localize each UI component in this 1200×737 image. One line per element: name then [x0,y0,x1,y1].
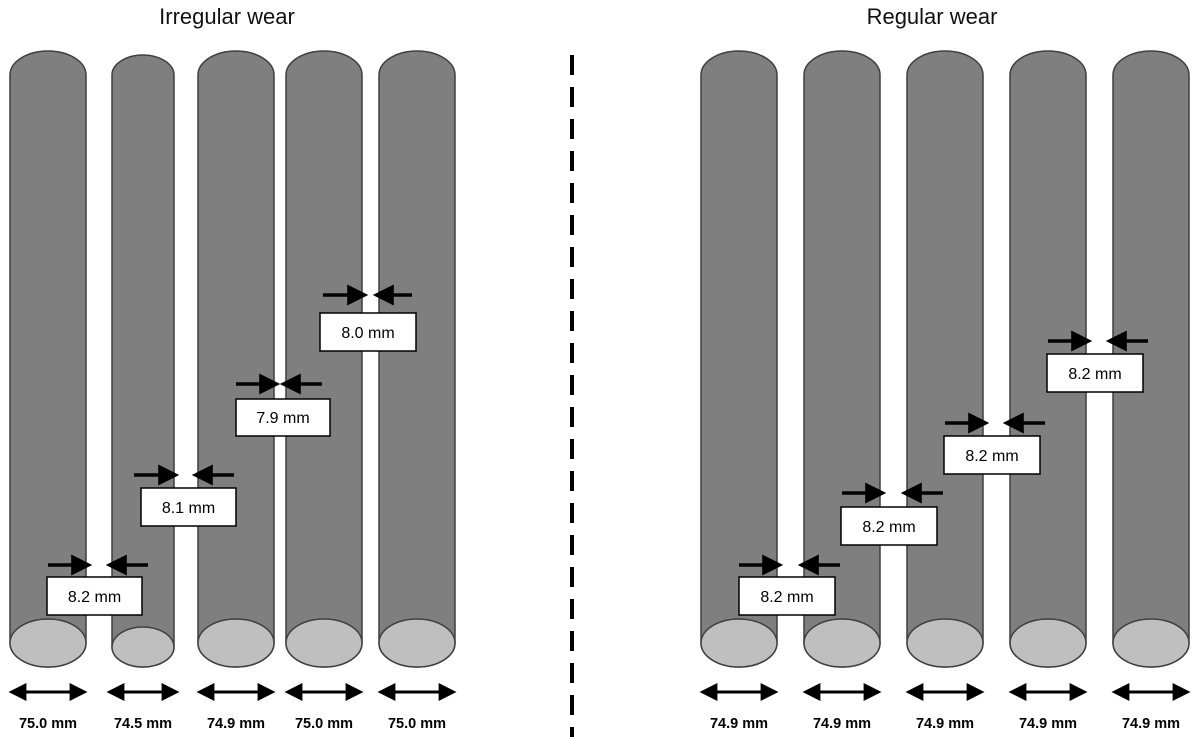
gap-label-box [1046,353,1144,393]
rod [111,54,175,668]
rod [803,50,881,668]
rod [285,50,363,668]
gap-label: 8.0 mm [341,325,394,342]
diameter-label: 75.0 mm [19,716,77,732]
gap-label: 7.9 mm [256,410,309,427]
gap-label-box [319,312,417,352]
gap-indicator: 8.0 mm [319,284,417,352]
diameter-label: 74.9 mm [916,716,974,732]
gap-label: 8.2 mm [68,589,121,606]
diameter-label: 74.5 mm [114,716,172,732]
rod [1112,50,1190,668]
diameter-indicators-regular: 74.9 mm 74.9 mm 74.9 mm 74.9 mm 74.9 mm [699,683,1191,732]
gap-indicator: 8.1 mm [134,464,237,527]
gap-indicator: 7.9 mm [235,373,331,437]
gap-indicator: 8.2 mm [840,482,943,546]
gap-label: 8.2 mm [1068,366,1121,383]
gap-label-box [140,487,237,527]
gap-label: 8.2 mm [862,519,915,536]
rod [197,50,275,668]
gap-label: 8.1 mm [162,500,215,517]
gap-indicator: 8.2 mm [46,554,148,616]
gap-label-box [943,435,1041,475]
diameter-label: 75.0 mm [295,716,353,732]
gap-indicator: 8.2 mm [1046,330,1148,393]
gap-label: 8.2 mm [965,448,1018,465]
diameter-label: 74.9 mm [207,716,265,732]
gap-label-box [840,506,938,546]
rod [378,50,456,668]
diameter-label: 74.9 mm [813,716,871,732]
diameter-label: 74.9 mm [1019,716,1077,732]
diameter-label: 74.9 mm [710,716,768,732]
gap-label-box [738,576,836,616]
rod [9,50,87,668]
diameter-label: 74.9 mm [1122,716,1180,732]
gap-label: 8.2 mm [760,589,813,606]
gap-label-box [235,398,331,437]
gap-label-box [46,576,143,616]
rod [700,50,778,668]
diameter-indicators-irregular: 75.0 mm 74.5 mm 74.9 mm 75.0 mm 75.0 mm [8,683,457,732]
irregular-rods [9,50,456,668]
panel-title-regular: Regular wear [867,4,998,29]
gap-indicator: 8.2 mm [943,412,1045,475]
panel-title-irregular: Irregular wear [159,4,295,29]
gap-indicator: 8.2 mm [738,554,840,616]
rod [906,50,984,668]
diameter-label: 75.0 mm [388,716,446,732]
